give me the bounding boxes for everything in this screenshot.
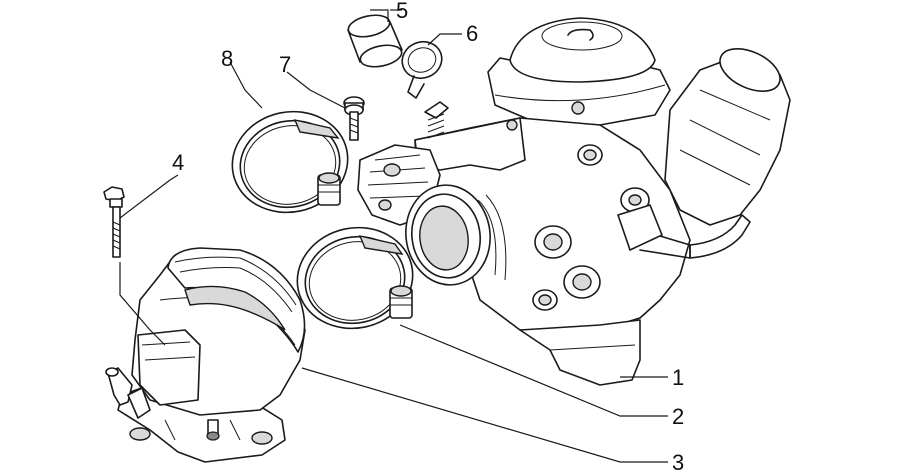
callout-6: 6 <box>466 21 478 46</box>
callout-2: 2 <box>672 404 684 429</box>
callout-4: 4 <box>172 150 184 175</box>
part-4-bolt <box>103 186 125 258</box>
callout-3: 3 <box>672 450 684 472</box>
part-5-sleeve <box>347 14 403 68</box>
callout-5: 5 <box>396 0 408 23</box>
callout-1: 1 <box>672 365 684 390</box>
callout-labels: 5 6 8 7 4 1 2 3 <box>172 0 684 472</box>
callout-8: 8 <box>221 46 233 71</box>
part-3-intake-manifold <box>105 247 306 463</box>
part-6-spring-clip <box>401 40 443 99</box>
callout-7: 7 <box>279 52 291 77</box>
leader-lines <box>119 9 668 463</box>
part-8-clamp <box>231 110 349 214</box>
part-1-carburettor <box>357 17 791 386</box>
part-7-screw <box>343 96 365 141</box>
part-2-clamp <box>296 226 414 330</box>
